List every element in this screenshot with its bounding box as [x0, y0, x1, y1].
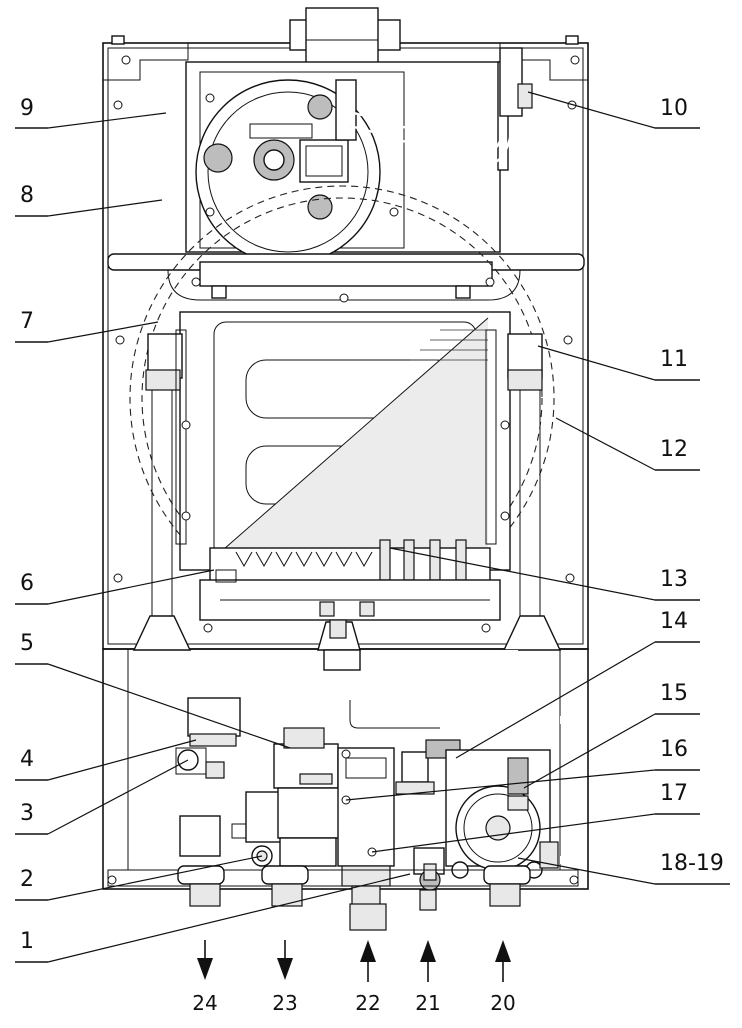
callout-6: 6: [20, 571, 34, 596]
connection-label-20: 20: [490, 991, 515, 1015]
combustion-chamber: [145, 311, 543, 620]
hood-rail: [107, 253, 585, 301]
burner: [199, 539, 501, 621]
callout-16: 16: [660, 737, 688, 762]
callout-8: 8: [20, 183, 34, 208]
callout-11: 11: [660, 347, 688, 372]
connection-label-21: 21: [415, 991, 440, 1015]
fan-hood: [185, 47, 533, 265]
callout-2: 2: [20, 867, 34, 892]
callout-9: 9: [20, 96, 34, 121]
arrow-up-icon: [360, 940, 376, 982]
callout-4: 4: [20, 747, 34, 772]
connection-label-24: 24: [192, 991, 217, 1015]
callout-3: 3: [20, 801, 34, 826]
callout-14: 14: [660, 609, 688, 634]
callout-10: 10: [660, 96, 688, 121]
connection-label-23: 23: [272, 991, 297, 1015]
connection-label-22: 22: [355, 991, 380, 1015]
arrow-down-icon: [277, 940, 293, 980]
arrow-up-icon: [420, 940, 436, 982]
support-feet: [132, 615, 562, 651]
callout-13: 13: [660, 567, 688, 592]
callouts-right: 10 11 12 13 14 15 16 17 18-19: [345, 91, 730, 885]
callouts-left: 9 8 7 6 5 4 3 2 1: [15, 96, 411, 963]
hydraulic-group: [107, 649, 580, 931]
callout-18-19: 18-19: [660, 851, 724, 876]
callout-5: 5: [20, 631, 34, 656]
callout-7: 7: [20, 309, 34, 334]
fixing-screws: [107, 55, 580, 885]
callout-17: 17: [660, 781, 688, 806]
callout-15: 15: [660, 681, 688, 706]
arrow-down-icon: [197, 940, 213, 980]
callout-12: 12: [660, 437, 688, 462]
connection-arrows: 24 23 22 21 20: [192, 940, 516, 1015]
callout-1: 1: [20, 929, 34, 954]
arrow-up-icon: [495, 940, 511, 982]
expansion-vessel-outline: [129, 185, 555, 611]
